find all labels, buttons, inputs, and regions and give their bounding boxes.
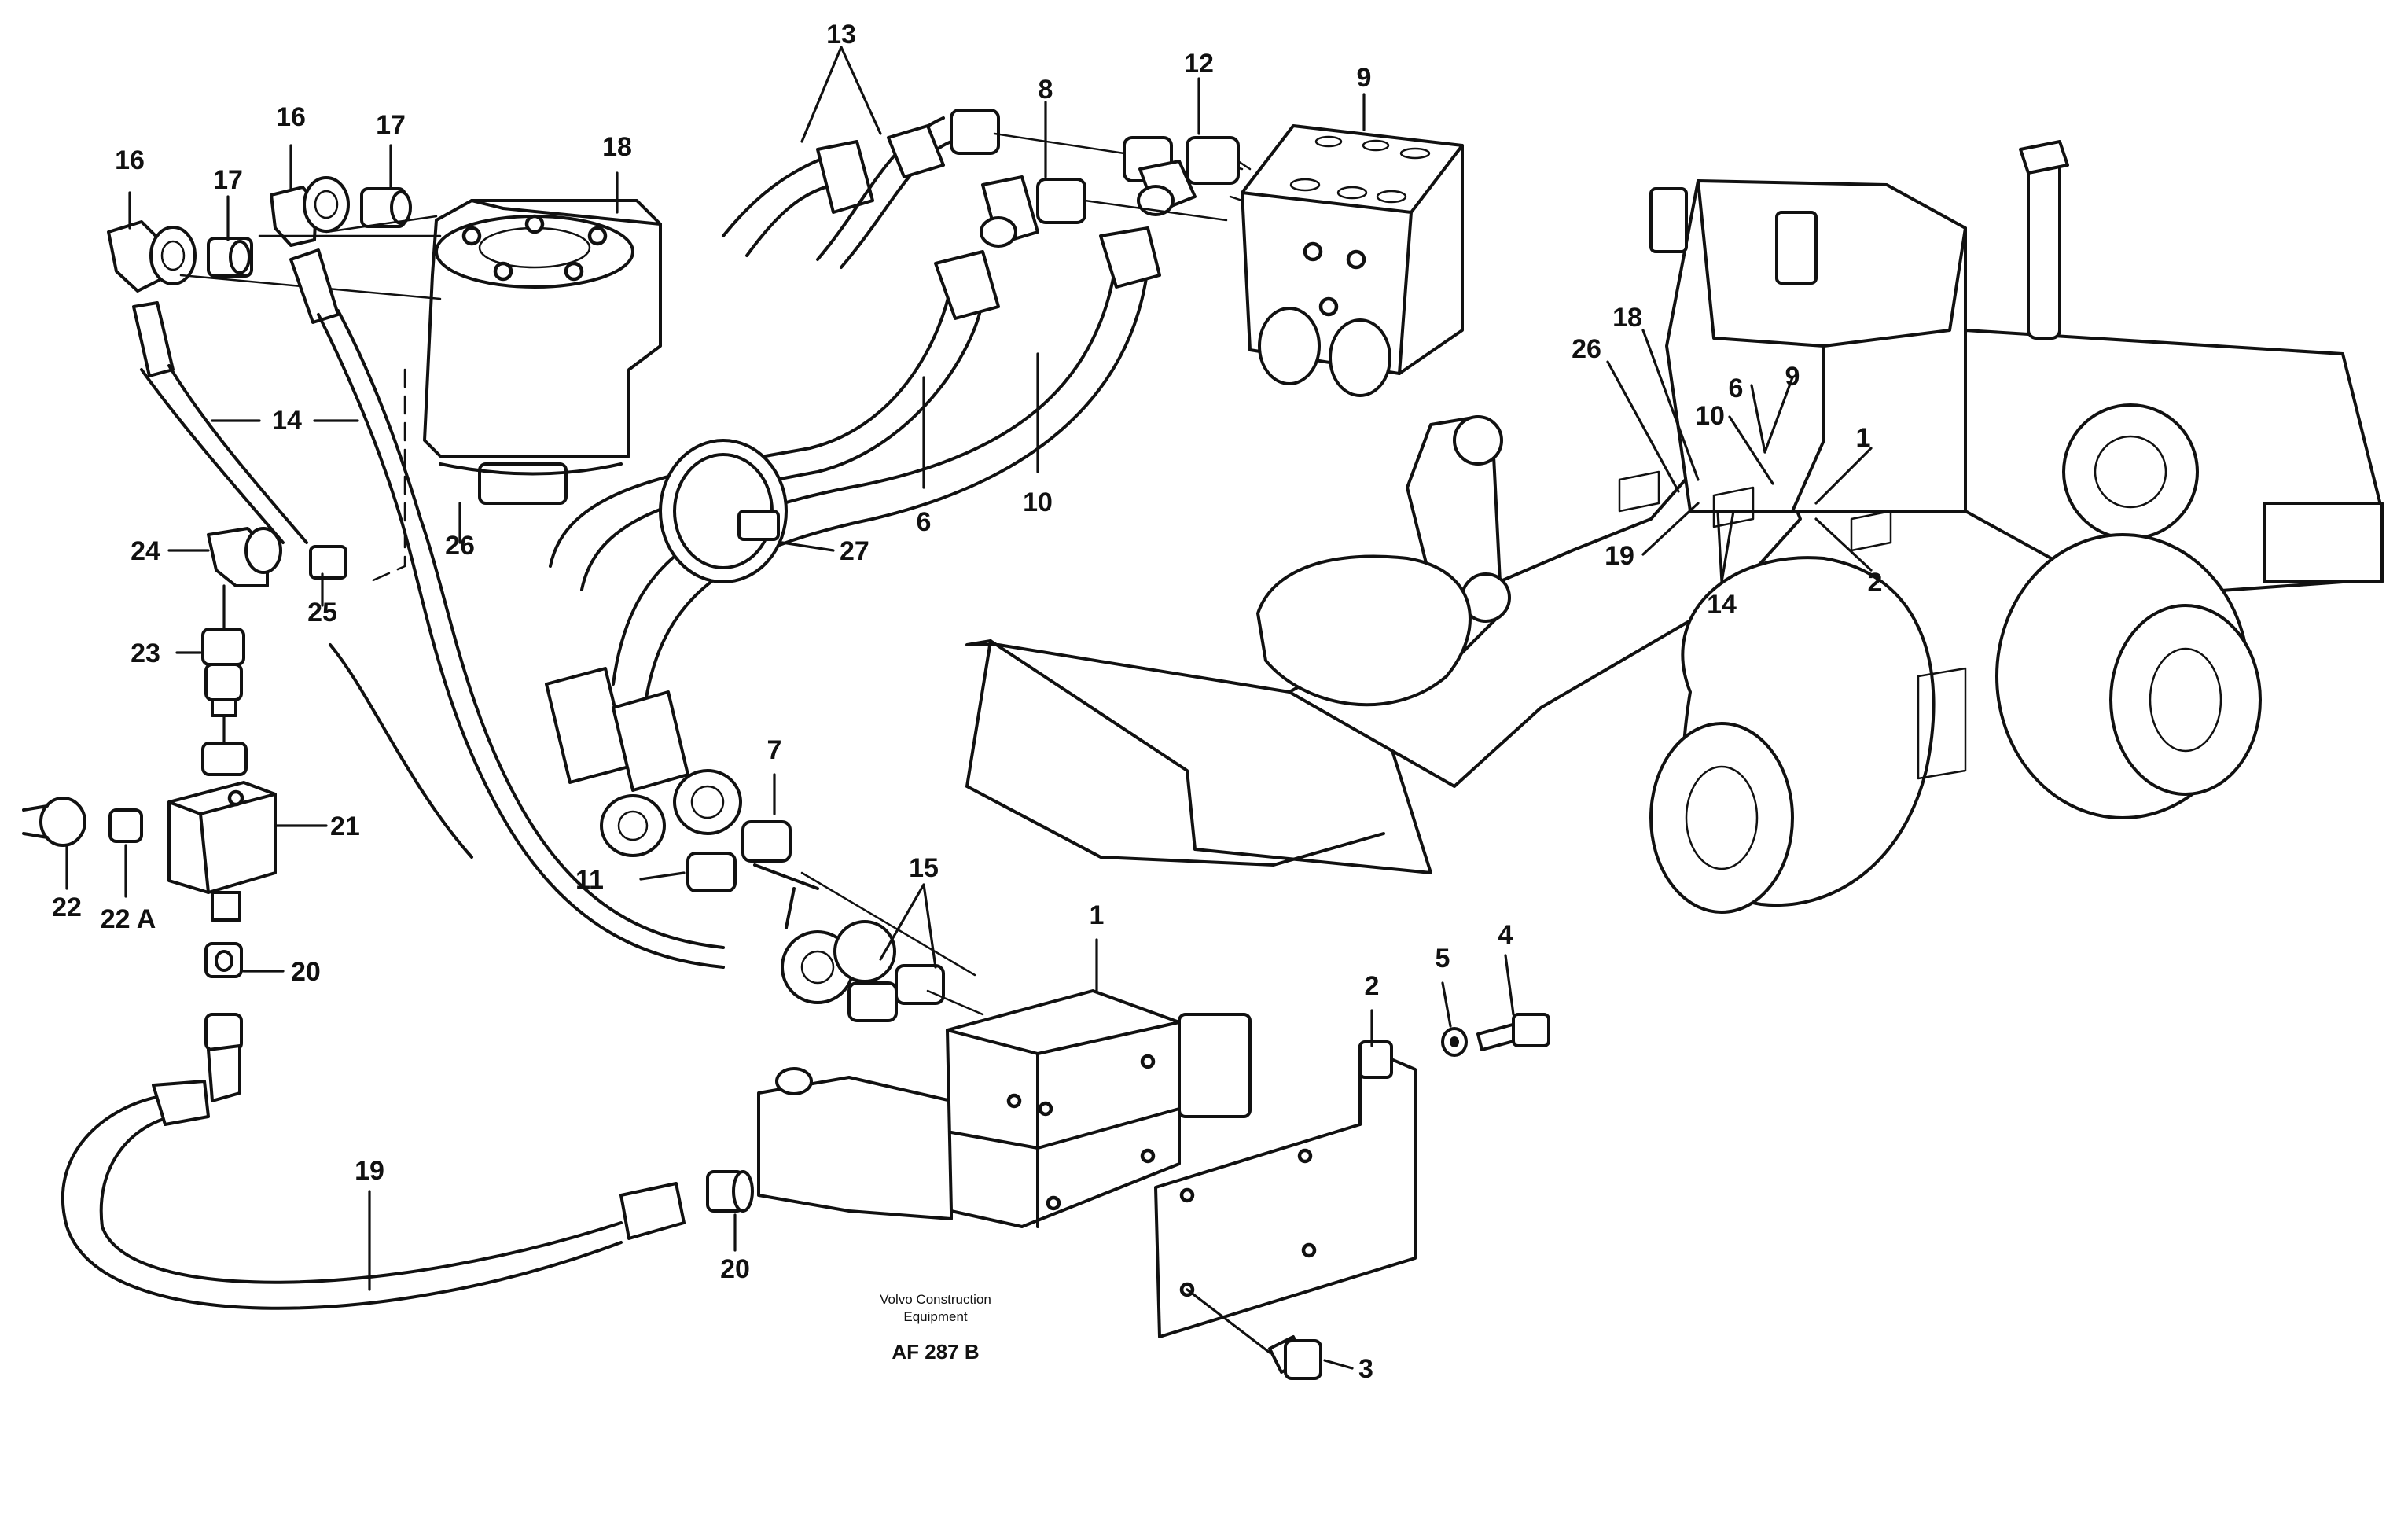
callout-26: 26 xyxy=(445,531,475,561)
callout-2: 2 xyxy=(1365,971,1380,1001)
callout-6: 6 xyxy=(917,507,932,537)
callout-7: 7 xyxy=(767,735,782,765)
machine-callout-2: 2 xyxy=(1868,568,1883,598)
callout-27: 27 xyxy=(840,536,869,566)
callout-3: 3 xyxy=(1358,1354,1373,1384)
callout-13: 13 xyxy=(826,20,856,50)
callout-17-left: 17 xyxy=(213,165,243,195)
hose-19 xyxy=(61,1044,754,1310)
fittings-8-12 xyxy=(950,109,1252,248)
machine-callout-10: 10 xyxy=(1695,401,1725,431)
callout-18: 18 xyxy=(602,132,632,162)
callout-24: 24 xyxy=(131,536,160,566)
steering-hoses-14 xyxy=(132,248,725,969)
callout-20-upper: 20 xyxy=(291,957,321,987)
callout-20-lower: 20 xyxy=(720,1254,750,1284)
callout-4: 4 xyxy=(1498,920,1513,950)
callout-22a: 22 A xyxy=(101,904,156,934)
callout-leader-lines xyxy=(65,46,1873,1370)
callout-5: 5 xyxy=(1436,944,1450,973)
bolts-3-4-5 xyxy=(1186,1013,1550,1380)
figure-code: AF 287 B xyxy=(892,1340,979,1364)
orbitrol-steering-valve xyxy=(423,199,662,505)
hose-clamp-27 xyxy=(659,439,788,583)
machine-callout-19: 19 xyxy=(1605,541,1634,571)
maker-line-2: Equipment xyxy=(903,1309,968,1324)
callout-15: 15 xyxy=(909,853,939,883)
fittings-7-11-15 xyxy=(600,769,984,1022)
callout-9: 9 xyxy=(1357,63,1372,93)
hoses-6-10 xyxy=(545,226,1161,792)
callout-21: 21 xyxy=(330,812,360,841)
callout-1: 1 xyxy=(1090,900,1105,930)
machine-callout-14: 14 xyxy=(1707,590,1737,620)
machine-callout-18: 18 xyxy=(1612,303,1642,333)
elbow-fittings-16-17 xyxy=(107,176,442,300)
valve-block-1 xyxy=(757,989,1252,1228)
callout-14: 14 xyxy=(272,406,302,436)
tee-fitting-assembly xyxy=(22,527,347,1051)
machine-callout-1: 1 xyxy=(1856,423,1871,453)
callout-16-left: 16 xyxy=(115,145,145,175)
maker-line-1: Volvo Construction xyxy=(880,1292,991,1307)
callout-labels: 13 12 9 8 18 16 17 16 17 14 26 6 10 27 2… xyxy=(52,20,1882,1384)
callout-23: 23 xyxy=(131,639,160,668)
machine-callout-6: 6 xyxy=(1729,374,1744,403)
callout-12: 12 xyxy=(1184,49,1214,79)
callout-17-right: 17 xyxy=(376,110,406,140)
hoses-13 xyxy=(722,116,953,269)
mounting-bracket-2 xyxy=(1154,1040,1417,1338)
callout-11: 11 xyxy=(575,865,604,895)
control-valve-block-9 xyxy=(1225,124,1464,397)
callout-22: 22 xyxy=(52,892,82,922)
callout-10: 10 xyxy=(1023,488,1053,517)
machine-callout-26: 26 xyxy=(1572,334,1601,364)
machine-callout-9: 9 xyxy=(1785,362,1800,392)
callout-16-right: 16 xyxy=(276,102,306,132)
callout-19: 19 xyxy=(355,1156,384,1186)
figure-caption: Volvo Construction Equipment AF 287 B xyxy=(880,1292,991,1364)
callout-8: 8 xyxy=(1039,75,1053,105)
callout-25: 25 xyxy=(307,598,337,628)
